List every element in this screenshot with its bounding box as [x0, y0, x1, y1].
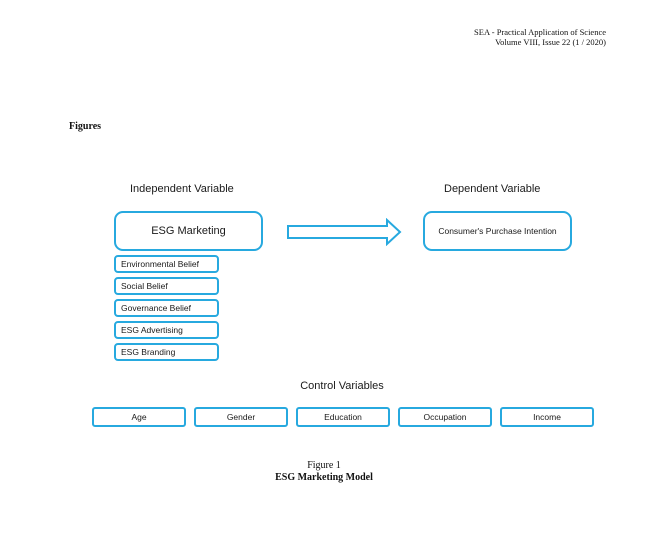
section-title: Figures [69, 121, 102, 132]
dimension-box: ESG Advertising [114, 321, 219, 339]
right-arrow-icon [287, 218, 402, 246]
figure-title: ESG Marketing Model [275, 472, 373, 483]
dimension-box: Governance Belief [114, 299, 219, 317]
dependent-variable-label: Dependent Variable [444, 183, 541, 195]
journal-volume: Volume VIII, Issue 22 (1 / 2020) [495, 37, 606, 47]
independent-variable-label: Independent Variable [130, 183, 234, 195]
dimension-box: Environmental Belief [114, 255, 219, 273]
control-variable-box: Gender [194, 407, 288, 427]
dimension-box: Social Belief [114, 277, 219, 295]
journal-header: SEA - Practical Application of Science V… [474, 27, 606, 47]
control-variables-label: Control Variables [300, 380, 384, 392]
journal-title: SEA - Practical Application of Science [474, 27, 606, 37]
control-variable-box: Age [92, 407, 186, 427]
dependent-variable-box: Consumer's Purchase Intention [423, 211, 572, 251]
figure-number: Figure 1 [307, 460, 341, 471]
control-variable-box: Occupation [398, 407, 492, 427]
independent-variable-box: ESG Marketing [114, 211, 263, 251]
control-variable-box: Income [500, 407, 594, 427]
dimension-box: ESG Branding [114, 343, 219, 361]
control-variable-box: Education [296, 407, 390, 427]
